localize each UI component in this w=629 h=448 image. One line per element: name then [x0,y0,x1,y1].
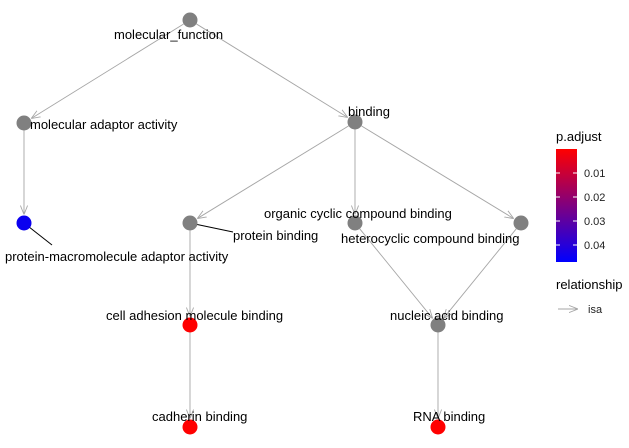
legend-tick-label: 0.01 [584,168,605,180]
node-label-molecular-adaptor-activity: molecular adaptor activity [30,117,178,132]
node-layer [16,12,529,435]
legend-tick-label: 0.03 [584,216,605,228]
legend-ticks [556,172,577,246]
node-label-binding: binding [348,104,390,119]
legend-relationship-item: isa [588,304,603,316]
isa-edge [359,228,433,319]
go-term-node [16,215,32,231]
go-term-node [347,114,363,130]
go-term-node [347,215,363,231]
isa-edge [197,125,349,219]
node-label-heterocyclic-compound-binding: heterocyclic compound binding [341,231,520,246]
go-term-node [182,317,198,333]
legend-color-bar [556,149,577,262]
isa-edge [443,228,517,319]
node-label-rna-binding: RNA binding [413,409,485,424]
legend-relationship-title: relationship [556,277,623,292]
legend-color-title: p.adjust [556,129,602,144]
isa-edge [196,23,347,118]
node-label-molecular-function: molecular_function [114,27,223,42]
legend-tick-label: 0.04 [584,240,605,252]
node-label-layer: molecular_function molecular adaptor act… [5,27,520,424]
legend-tick-label: 0.02 [584,192,605,204]
isa-edge [31,23,184,119]
node-label-protein-binding: protein binding [233,228,318,243]
go-term-node [430,419,446,435]
go-term-node [513,215,529,231]
isa-edge [361,125,513,219]
legend: p.adjust 0.01 0.02 0.03 0.04 relationshi… [556,129,623,316]
go-term-node [182,419,198,435]
node-label-cell-adhesion-molecule-binding: cell adhesion molecule binding [106,308,283,323]
go-term-node [182,215,198,231]
node-label-protein-macromolecule-adaptor-activity: protein-macromolecule adaptor activity [5,249,229,264]
node-label-nucleic-acid-binding: nucleic acid binding [390,308,503,323]
go-term-node [182,12,198,28]
go-term-node [430,317,446,333]
node-label-cadherin-binding: cadherin binding [152,409,247,424]
edge-layer [24,23,517,419]
go-term-node [16,115,32,131]
node-label-organic-cyclic-compound-binding: organic cyclic compound binding [264,206,452,221]
